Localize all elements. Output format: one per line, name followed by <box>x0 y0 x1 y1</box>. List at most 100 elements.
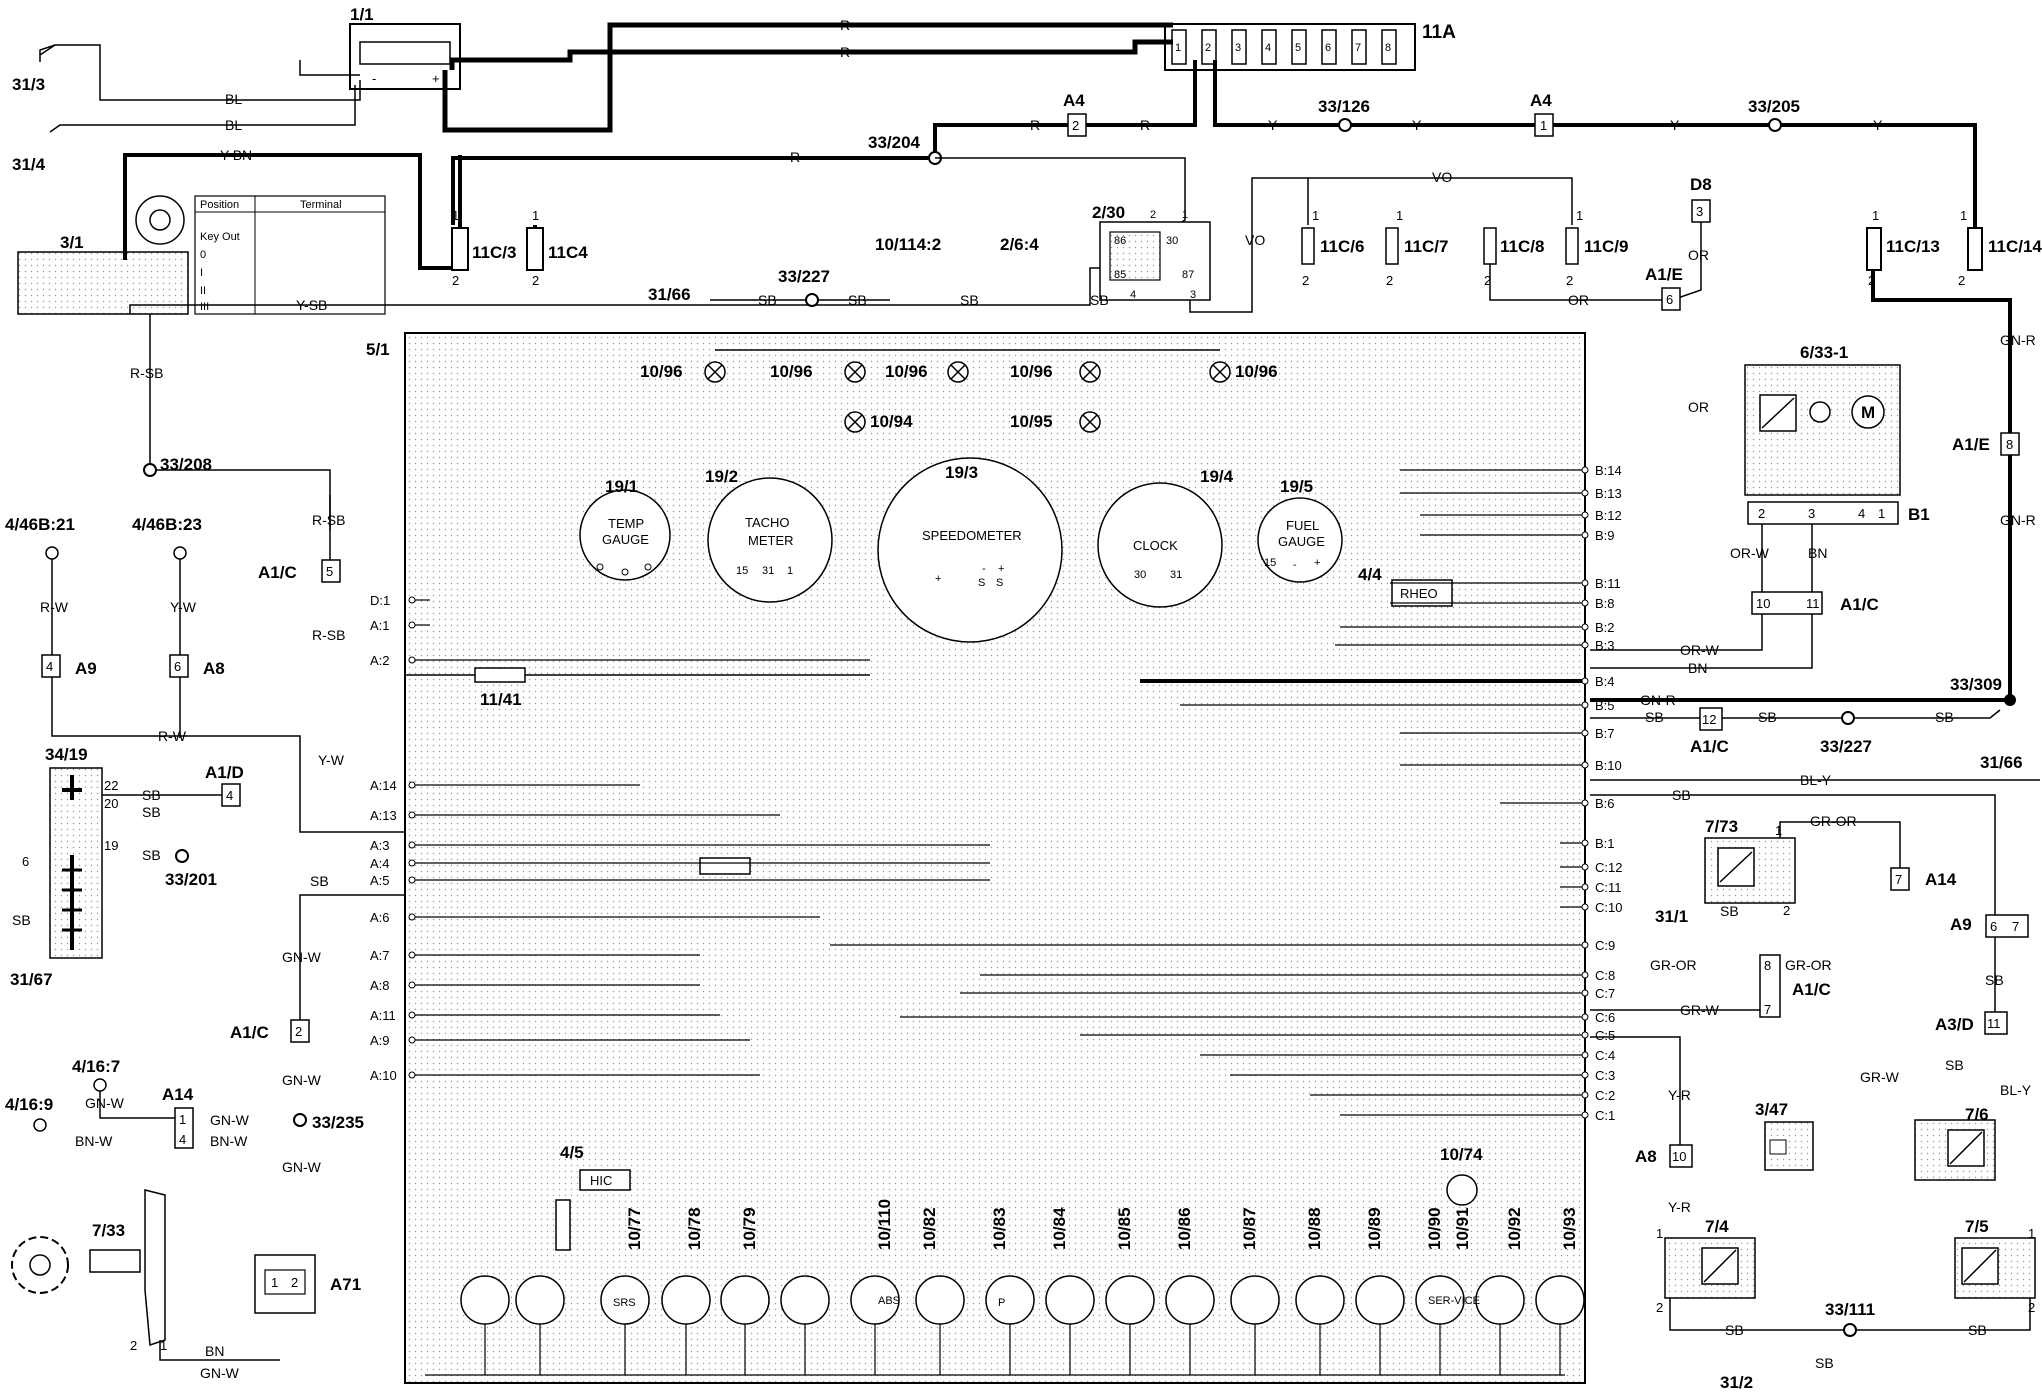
ref-2-6-4: 2/6:4 <box>1000 235 1039 254</box>
cluster-pin-left: A:9 <box>370 1033 390 1048</box>
svg-text:2: 2 <box>130 1338 137 1353</box>
pin-dot <box>408 876 416 884</box>
svg-text:11C4: 11C4 <box>548 243 588 262</box>
wire-bn-1: BN <box>1808 545 1827 561</box>
svg-text:33/205: 33/205 <box>1748 97 1800 116</box>
svg-text:7/4: 7/4 <box>1705 1217 1729 1236</box>
indicator-label: 10/87 <box>1240 1207 1259 1250</box>
ground-31-4: 31/4 <box>12 155 46 174</box>
pin-dot <box>1581 1031 1589 1039</box>
wire-vo-bus <box>1308 177 1573 225</box>
connector-a1c-8-7: 8 7 A1/C <box>1759 954 1831 1018</box>
svg-text:7: 7 <box>2012 919 2019 934</box>
svg-text:11: 11 <box>1806 596 1820 611</box>
wire-sb-b6 <box>1590 794 1996 920</box>
wire-y-2: Y <box>1412 117 1422 133</box>
svg-text:10: 10 <box>1756 596 1770 611</box>
pin-dot <box>408 596 416 604</box>
wire-r-mid: R <box>790 149 800 165</box>
wire-r-sb-2: R-SB <box>312 512 345 528</box>
cluster-pin-right: C:7 <box>1595 986 1615 1001</box>
svg-text:1: 1 <box>1312 208 1319 223</box>
svg-text:2: 2 <box>1302 273 1309 288</box>
wire-gn-w-1: GN-W <box>282 949 322 965</box>
connector-a9-left: 4 A9 <box>41 654 97 678</box>
indicator-lamp-icon <box>1230 1275 1280 1325</box>
pin-dot <box>1581 511 1589 519</box>
svg-text:6: 6 <box>22 854 29 869</box>
svg-text:15: 15 <box>1264 557 1276 569</box>
indicator-lamp-icon <box>1535 1275 1585 1325</box>
wire-sb-bot-3: SB <box>1815 1355 1834 1371</box>
svg-text:B1: B1 <box>1908 505 1930 524</box>
ref-4-46b-23: 4/46B:23 <box>132 515 202 560</box>
svg-text:2: 2 <box>2028 1300 2035 1315</box>
pin-dot <box>1581 1051 1589 1059</box>
relay-11a-pin-label: 3 <box>1235 42 1241 54</box>
svg-text:31/67: 31/67 <box>10 970 53 989</box>
wire-y-w-2: Y-W <box>318 752 345 768</box>
pin-dot <box>408 913 416 921</box>
indicator-label: 10/85 <box>1115 1207 1134 1250</box>
ignition-switch: 3/1 Position Terminal Key Out 0 I II III <box>17 195 386 315</box>
pin-dot <box>1581 989 1589 997</box>
connector-d8: D8 3 <box>1690 175 1712 223</box>
wire-sb-31-1: SB <box>1720 903 1739 919</box>
svg-text:1: 1 <box>787 565 793 577</box>
svg-text:1: 1 <box>271 1275 278 1290</box>
cluster-pin-right: B:1 <box>1595 836 1615 851</box>
svg-text:A8: A8 <box>203 659 225 678</box>
indicator-lamp-icon <box>661 1275 711 1325</box>
svg-text:6/33-1: 6/33-1 <box>1800 343 1848 362</box>
pin-dot <box>1581 466 1589 474</box>
wire-sb-2: SB <box>848 292 867 308</box>
pin-dot <box>1581 599 1589 607</box>
svg-text:SPEEDOMETER: SPEEDOMETER <box>922 528 1022 543</box>
fuse-11c14: 11C/14 1 2 <box>1958 208 2042 288</box>
indicator-label: 10/83 <box>990 1207 1009 1250</box>
svg-text:7/33: 7/33 <box>92 1221 125 1240</box>
fuel-gauge: 19/5 FUEL GAUGE 15 - + <box>1257 477 1343 583</box>
svg-text:4: 4 <box>179 1132 186 1147</box>
lamp-cross <box>707 364 723 380</box>
svg-text:1: 1 <box>1872 208 1879 223</box>
splice-33-227-top: 33/227 <box>778 267 830 307</box>
wire-sb-gear1: SB <box>142 787 161 803</box>
lamp-cross <box>1082 414 1098 430</box>
connector-a1e-6: 6 A1/E <box>1645 265 1683 311</box>
indicator-label: 10/82 <box>920 1207 939 1250</box>
svg-text:+: + <box>998 563 1004 575</box>
svg-text:19/1: 19/1 <box>605 477 638 496</box>
svg-text:6: 6 <box>174 659 181 674</box>
wire-y-1: Y <box>1268 117 1278 133</box>
cluster-pin-left: A:13 <box>370 808 397 823</box>
wire-bn-w-2: BN-W <box>210 1133 248 1149</box>
indicator-label: 10/110 <box>875 1199 894 1250</box>
svg-text:33/208: 33/208 <box>160 455 212 474</box>
svg-text:A1/C: A1/C <box>1690 737 1729 756</box>
wire-or-w-1: OR-W <box>1730 545 1770 561</box>
indicator-label: 10/91 <box>1453 1207 1472 1250</box>
splice-33-205: 33/205 <box>1748 97 1800 132</box>
relay-11a-pin <box>1321 29 1337 65</box>
svg-text:III: III <box>200 301 209 313</box>
svg-text:19/4: 19/4 <box>1200 467 1234 486</box>
svg-text:86: 86 <box>1114 235 1126 247</box>
cluster-pin-right: C:11 <box>1595 880 1622 895</box>
svg-text:8: 8 <box>1764 958 1771 973</box>
svg-text:11C/3: 11C/3 <box>472 243 516 262</box>
connector-a14-right: 7 A14 <box>1890 867 1957 891</box>
wire-gr-or-2: GR-OR <box>1650 957 1697 973</box>
svg-text:11C/13: 11C/13 <box>1886 237 1940 256</box>
wire-gr-w-1: GR-W <box>1680 1002 1720 1018</box>
fuse-11c13: 11C/13 1 2 <box>1866 208 1940 288</box>
wire-y-r-2: Y-R <box>1668 1199 1691 1215</box>
component-7-73: 7/73 1 2 <box>1704 817 1796 918</box>
svg-text:D8: D8 <box>1690 175 1712 194</box>
svg-text:3: 3 <box>1696 204 1703 219</box>
cluster-pin-right: B:13 <box>1595 486 1622 501</box>
component-7-6: 7/6 <box>1914 1105 1996 1181</box>
lamp-cross <box>847 364 863 380</box>
